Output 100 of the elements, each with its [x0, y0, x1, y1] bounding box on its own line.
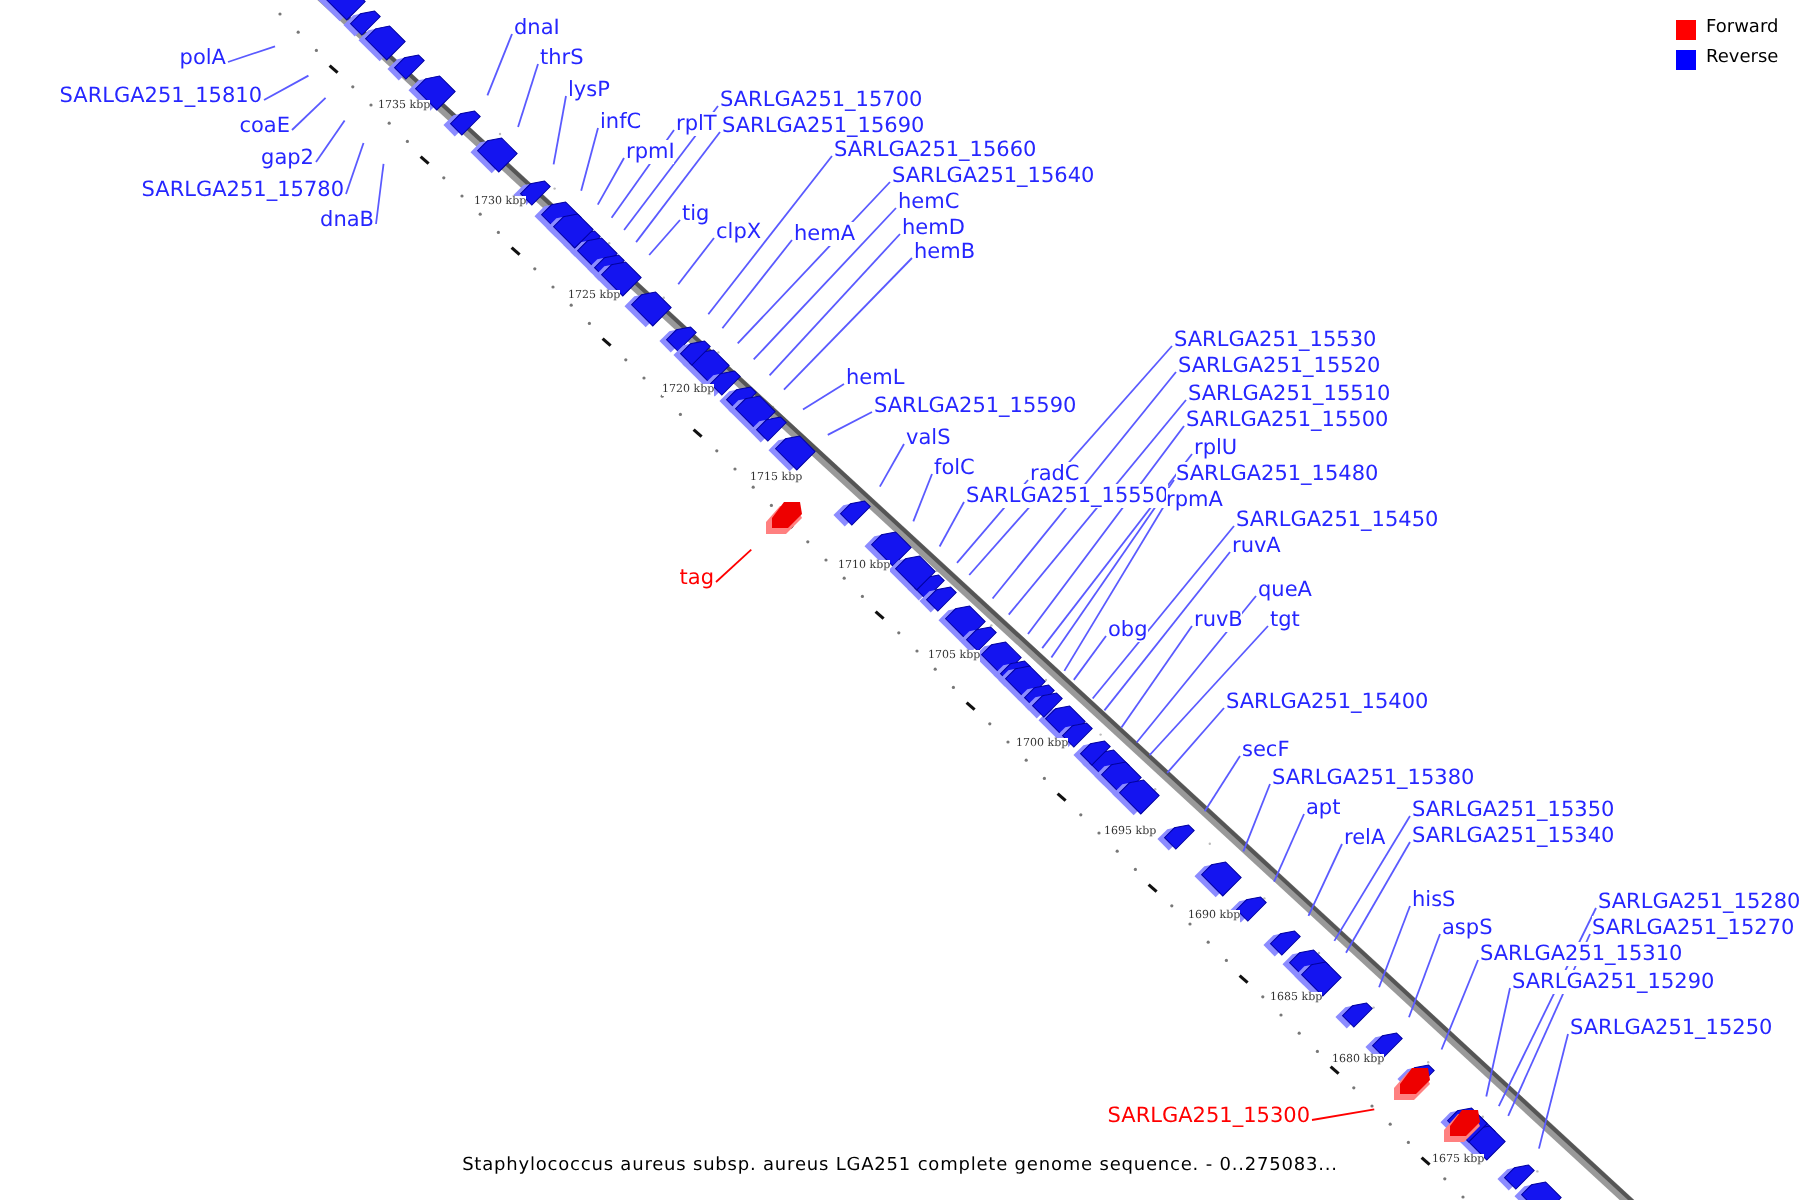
gene-label: SARLGA251_15250 [1570, 1016, 1773, 1040]
gene-label: folC [934, 456, 975, 480]
gene-label: queA [1258, 578, 1312, 602]
gene-label: hisS [1412, 888, 1456, 912]
gene-label: dnaB [320, 208, 374, 232]
gene-label: SARLGA251_15510 [1188, 382, 1391, 406]
gene-label: SARLGA251_15660 [834, 138, 1037, 162]
gene-label: SARLGA251_15640 [892, 164, 1095, 188]
leader-line [1242, 783, 1271, 853]
gene-label: SARLGA251_15500 [1186, 408, 1389, 432]
leader-line [752, 207, 897, 361]
leader-line [715, 548, 753, 583]
legend-label: Reverse [1706, 48, 1779, 68]
gene-label: polA [179, 46, 226, 70]
gene-label: rpmA [1166, 488, 1223, 512]
leader-line [517, 63, 539, 128]
leader-line [635, 131, 721, 243]
leader-line [1378, 905, 1411, 989]
leader-line [721, 239, 793, 330]
leader-line [677, 237, 715, 286]
leader-line [1333, 815, 1411, 942]
gene-label: ruvB [1194, 608, 1243, 632]
gene-label: hemD [902, 216, 965, 240]
gene-label: SARLGA251_15380 [1272, 766, 1475, 790]
leader-line [991, 371, 1177, 600]
leader-line [345, 142, 365, 195]
gene-label: aspS [1442, 916, 1493, 940]
leader-line [1166, 707, 1225, 774]
gene-label: clpX [716, 220, 762, 244]
leader-line [1050, 479, 1175, 659]
gene-label: hemB [914, 240, 976, 264]
gene-label: obg [1108, 618, 1148, 642]
gene-label: SARLGA251_15810 [59, 84, 262, 108]
gene-label: secF [1242, 738, 1290, 762]
leader-line [486, 33, 513, 97]
leader-line [1091, 525, 1235, 700]
gene-label: rpmI [626, 140, 675, 164]
gene-label: radC [1030, 462, 1080, 486]
gene-label: SARLGA251_15290 [1512, 970, 1715, 994]
leader-line [1103, 551, 1231, 712]
gene-label: coaE [239, 114, 290, 138]
leader-line [1072, 635, 1107, 681]
leader-line [768, 233, 901, 377]
gene-label: SARLGA251_15530 [1174, 328, 1377, 352]
leader-line [1311, 1108, 1376, 1121]
leader-line [227, 45, 276, 63]
gene-label: SARLGA251_15280 [1598, 890, 1800, 914]
leader-line [596, 157, 625, 206]
leader-line [1440, 959, 1479, 1051]
gene-label: SARLGA251_15690 [722, 114, 925, 138]
leader-line [552, 95, 567, 166]
leader-line [580, 127, 599, 192]
leader-line [878, 443, 905, 488]
leader-line [938, 501, 965, 548]
leader-line [1485, 987, 1511, 1098]
gene-label: gap2 [261, 146, 314, 170]
leader-line [315, 119, 346, 163]
gene-label: tig [682, 202, 710, 226]
leader-line [1345, 841, 1411, 954]
leader-line [1148, 625, 1269, 757]
leader-line [1538, 1033, 1569, 1150]
leader-line [1203, 755, 1241, 813]
leader-line [802, 383, 845, 411]
gene-label: hemL [846, 366, 905, 390]
leader-line [623, 105, 719, 231]
leader-line [826, 411, 873, 436]
gene-label: SARLGA251_15310 [1480, 942, 1683, 966]
gene-label: SARLGA251_15780 [141, 178, 344, 202]
gene-label: SARLGA251_15350 [1412, 798, 1615, 822]
leader-line [291, 96, 327, 131]
gene-label: lysP [568, 78, 610, 102]
gene-label: rplU [1194, 436, 1238, 460]
gene-label: ruvA [1232, 534, 1281, 558]
gene-label: SARLGA251_15480 [1176, 462, 1379, 486]
legend-label: Forward [1706, 18, 1779, 38]
gene-label: hemC [898, 190, 960, 214]
caption: Staphylococcus aureus subsp. aureus LGA251 complete genome sequence. - 0..275083... [462, 1156, 1338, 1176]
gene-label: SARLGA251_15450 [1236, 508, 1439, 532]
gene-label: tag [679, 566, 714, 590]
gene-label: hemA [794, 222, 856, 246]
leader-line [1135, 595, 1257, 744]
leader-line [1273, 813, 1305, 883]
gene-label: SARLGA251_15300 [1107, 1104, 1310, 1128]
gene-label: SARLGA251_15550 [966, 484, 1169, 508]
gene-label: tgt [1270, 608, 1300, 632]
gene-label: apt [1306, 796, 1341, 820]
gene-label: thrS [540, 46, 584, 70]
gene-label: SARLGA251_15590 [874, 394, 1077, 418]
gene-label: SARLGA251_15700 [720, 88, 923, 112]
leader-line [1307, 843, 1343, 917]
leader-line [1063, 505, 1165, 672]
leader-line [1007, 399, 1187, 616]
gene-label: SARLGA251_15520 [1178, 354, 1381, 378]
gene-label: rplT [676, 112, 717, 136]
leader-line [648, 219, 681, 256]
leader-line [707, 155, 833, 316]
gene-label: SARLGA251_15270 [1592, 916, 1795, 940]
leader-line [912, 473, 933, 523]
leader-line [1120, 625, 1193, 729]
gene-label: infC [600, 110, 642, 134]
